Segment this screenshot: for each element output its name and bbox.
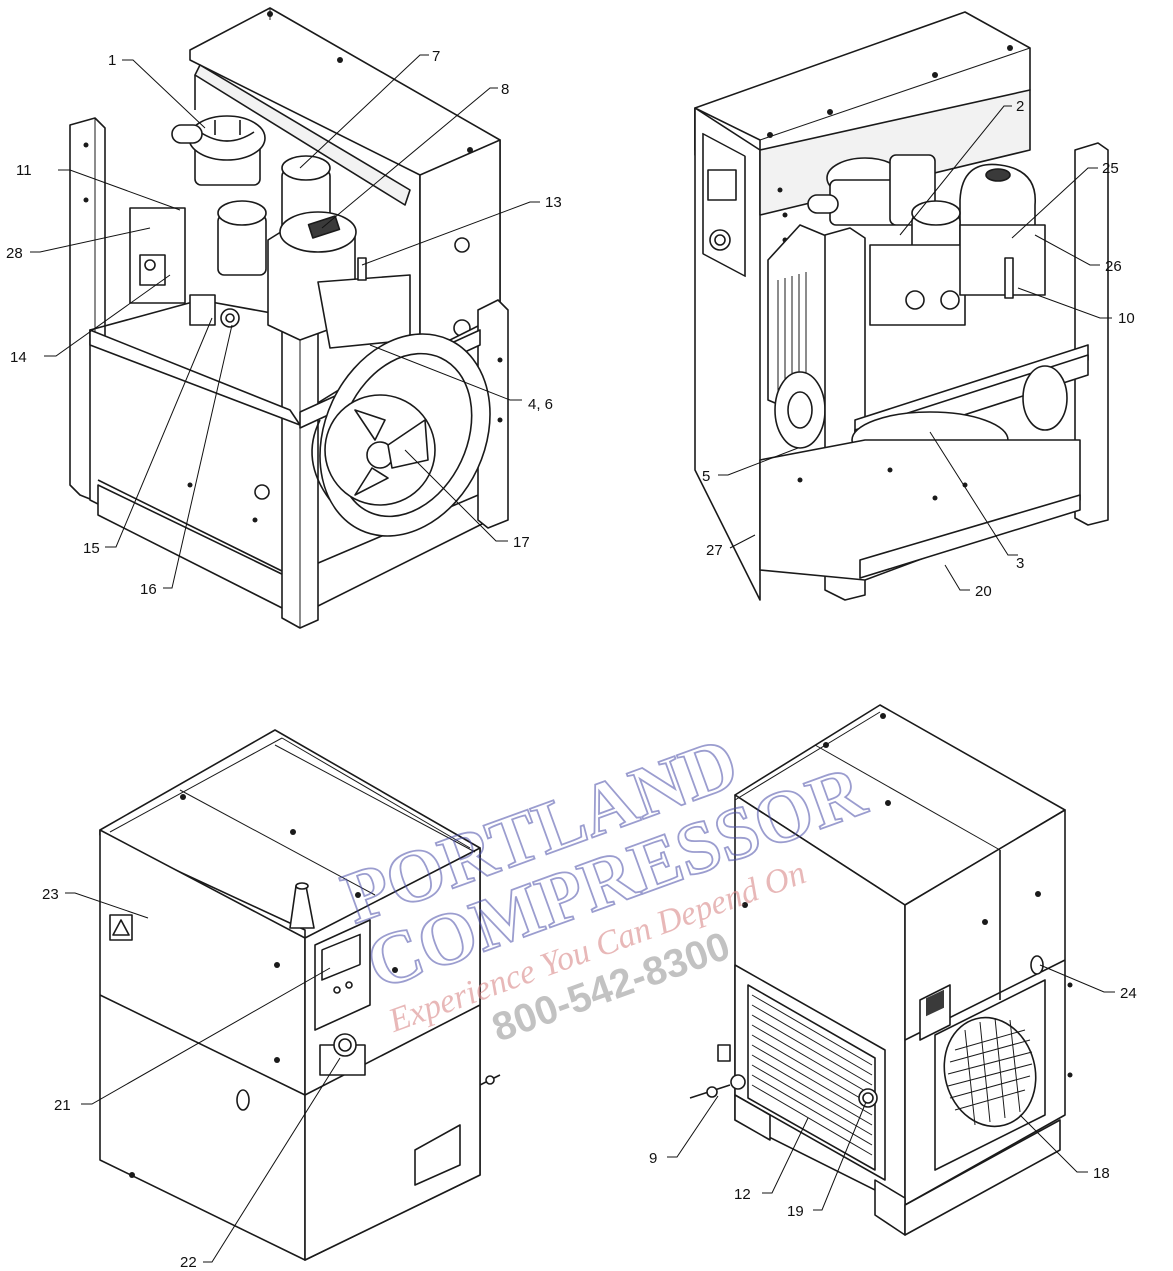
callout-16: 16	[140, 581, 157, 598]
callout-21: 21	[54, 1097, 71, 1114]
callout-24: 24	[1120, 985, 1137, 1002]
callout-25: 25	[1102, 160, 1119, 177]
callout-26: 26	[1105, 258, 1122, 275]
callout-19: 19	[787, 1203, 804, 1220]
callout-4-6: 4, 6	[528, 396, 553, 413]
callout-2: 2	[1016, 98, 1024, 115]
view-closed-rear	[689, 704, 1073, 1236]
callout-27: 27	[706, 542, 723, 559]
callout-14: 14	[10, 349, 27, 366]
watermark: PORTLAND COMPRESSOR Experience You Can D…	[331, 721, 877, 1050]
callout-23: 23	[42, 886, 59, 903]
callout-leaders	[30, 54, 1115, 1263]
callout-17: 17	[513, 534, 530, 551]
view-open-rear-right	[694, 11, 1109, 601]
callout-13: 13	[545, 194, 562, 211]
view-open-front-left	[69, 7, 509, 629]
callout-28: 28	[6, 245, 23, 262]
callout-18: 18	[1093, 1165, 1110, 1182]
view-closed-front	[99, 729, 501, 1261]
callout-11: 11	[16, 162, 32, 179]
callout-5: 5	[702, 468, 710, 485]
callout-9: 9	[649, 1150, 657, 1167]
callout-10: 10	[1118, 310, 1135, 327]
callout-3: 3	[1016, 555, 1024, 572]
callout-7: 7	[432, 48, 440, 65]
callout-15: 15	[83, 540, 100, 557]
callout-22: 22	[180, 1254, 197, 1271]
callout-20: 20	[975, 583, 992, 600]
callout-12: 12	[734, 1186, 751, 1203]
callout-labels: 1 2 3 4, 6 5 7 8 9 10 11 12 13 14 15 16 …	[6, 48, 1137, 1271]
callout-1: 1	[108, 52, 116, 69]
callout-8: 8	[501, 81, 509, 98]
